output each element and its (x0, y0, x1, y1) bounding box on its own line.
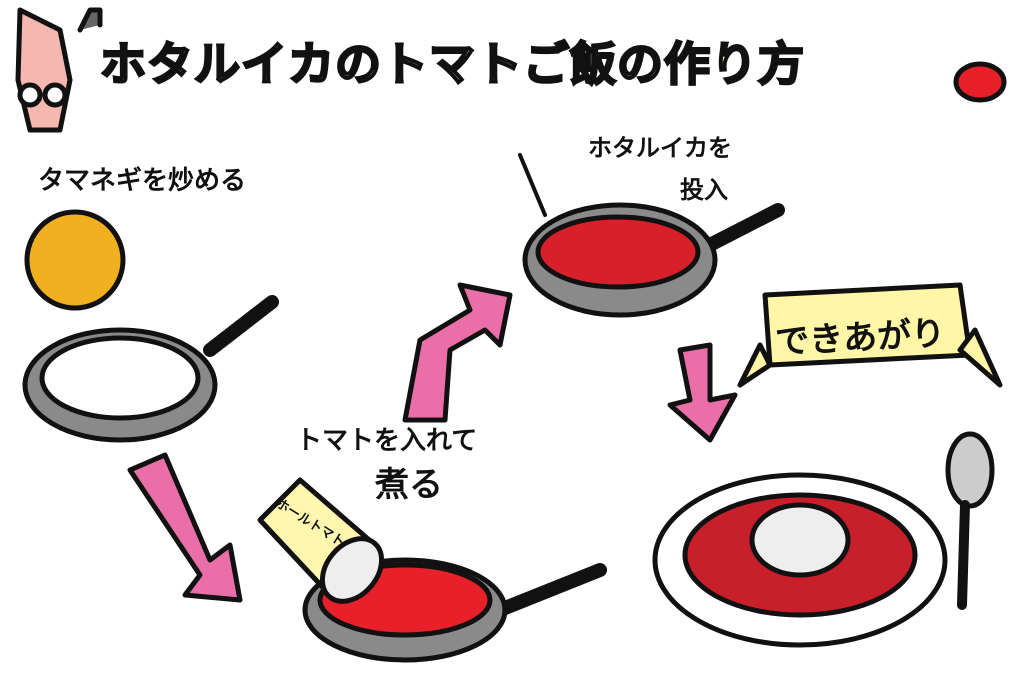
arrow-up-icon (402, 282, 513, 423)
pan-squid-icon (518, 153, 785, 318)
step-3-label-line1: トマトを入れて (296, 426, 478, 456)
step-2-label-line2: 投入 (680, 176, 728, 204)
step-3-label-line2: 煮る (375, 465, 443, 505)
pan-onion-icon (22, 295, 279, 443)
onion-icon (24, 209, 126, 311)
step-1-label: タマネギを炒める (38, 166, 247, 196)
squid-mascot-icon (15, 7, 103, 133)
finished-dish-icon (652, 472, 948, 648)
step-2-label-line1: ホタルイカを (588, 134, 732, 162)
tomato-icon (953, 61, 1007, 103)
step-4-label: できあがり (774, 313, 947, 363)
arrow-down-icon (127, 452, 243, 603)
arrow-down-right-icon (667, 342, 738, 443)
tomato-can-icon (257, 477, 385, 604)
page-title: ホタルイカのトマトご飯の作り方 (99, 36, 806, 93)
spoon-icon (945, 431, 995, 610)
